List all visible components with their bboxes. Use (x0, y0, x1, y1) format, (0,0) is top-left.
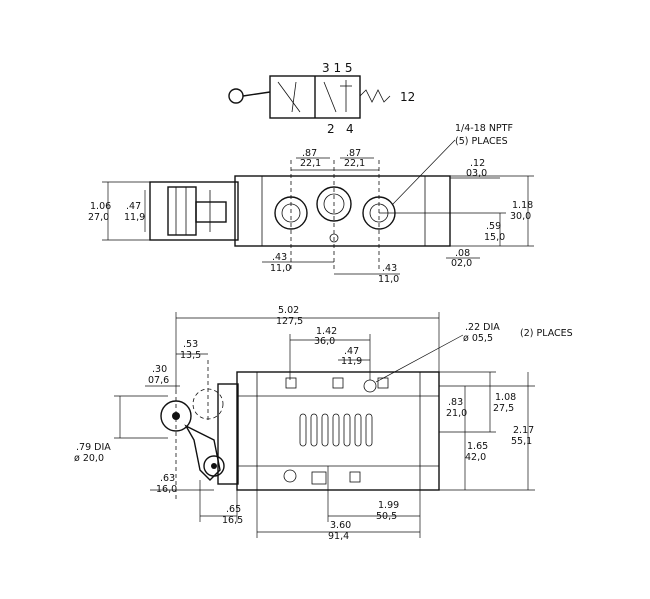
hole-span-mm: 36,0 (314, 336, 335, 347)
port-height-in: .59 (486, 221, 501, 232)
body-mm: 50,5 (376, 511, 397, 522)
roller-mm: 07,6 (148, 375, 169, 386)
top-offset-mm: 03,0 (466, 168, 487, 179)
actuator-in: .47 (126, 201, 141, 212)
side-view: 1/4-18 NPTF (5) PLACES .87 22,1 .87 22,1… (88, 123, 534, 285)
port-right-label: 12 (400, 90, 415, 104)
thread-note-1: 1/4-18 NPTF (455, 123, 513, 134)
half-h-in: 1.08 (495, 392, 516, 403)
right-height-mm: 30,0 (510, 211, 531, 222)
port-top-label: 3 1 5 (322, 61, 353, 75)
actuator-mm: 11,9 (124, 212, 145, 223)
height-mm: 27,0 (88, 212, 109, 223)
pivot-mm: 16,0 (156, 484, 177, 495)
hole-offset-in: .47 (344, 346, 359, 357)
hole-note-1: .22 DIA (465, 322, 500, 333)
valve-symbol: 3 1 5 12 2 4 (228, 61, 415, 136)
roller-in: .30 (152, 364, 167, 375)
arm-in: .53 (183, 339, 198, 350)
arm-mm: 13,5 (180, 350, 201, 361)
hole-note-3: (2) PLACES (520, 328, 573, 339)
roller-dia-in: .79 DIA (76, 442, 111, 453)
overall-mm: 127,5 (276, 316, 303, 327)
bottom-left-mm: 11,0 (270, 263, 291, 274)
pitch-right-in: .87 (346, 148, 361, 159)
bottom-offset-in: .08 (455, 248, 470, 259)
body-slots (299, 413, 373, 447)
hole-note-2: ø 05,5 (463, 333, 493, 344)
mid-h-in: 1.65 (467, 441, 488, 452)
bottom-right-in: .43 (382, 263, 397, 274)
hole-span-in: 1.42 (316, 326, 337, 337)
pitch-right-mm: 22,1 (344, 158, 365, 169)
lever-in: .65 (226, 504, 241, 515)
half-h-mm: 27,5 (493, 403, 514, 414)
port-height-mm: 15,0 (484, 232, 505, 243)
pivot-in: .63 (160, 473, 175, 484)
bottom-right-mm: 11,0 (378, 274, 399, 285)
hole-h-mm: 21,0 (446, 408, 467, 419)
mid-h-mm: 42,0 (465, 452, 486, 463)
roller-dia-mm: ø 20,0 (74, 453, 104, 464)
port-bottom-left-label: 2 (327, 122, 335, 136)
bottom-offset-mm: 02,0 (451, 258, 472, 269)
top-offset-in: .12 (470, 158, 485, 169)
height-in: 1.06 (90, 201, 111, 212)
base-in: 3.60 (330, 520, 351, 531)
total-h-in: 2.17 (513, 425, 534, 436)
base-mm: 91,4 (328, 531, 349, 542)
right-height-in: 1.18 (512, 200, 533, 211)
port-bottom-right-label: 4 (346, 122, 354, 136)
body-in: 1.99 (378, 500, 399, 511)
pitch-left-mm: 22,1 (300, 158, 321, 169)
thread-note-2: (5) PLACES (455, 136, 508, 147)
pitch-left-in: .87 (302, 148, 317, 159)
total-h-mm: 55,1 (511, 436, 532, 447)
top-view: 5.02 127,5 .53 13,5 1.42 36,0 .47 11,9 .… (74, 305, 573, 542)
bottom-left-in: .43 (272, 252, 287, 263)
hole-offset-mm: 11,9 (341, 356, 362, 367)
lever-mm: 16,5 (222, 515, 243, 526)
hole-h-in: .83 (448, 397, 463, 408)
overall-in: 5.02 (278, 305, 299, 316)
